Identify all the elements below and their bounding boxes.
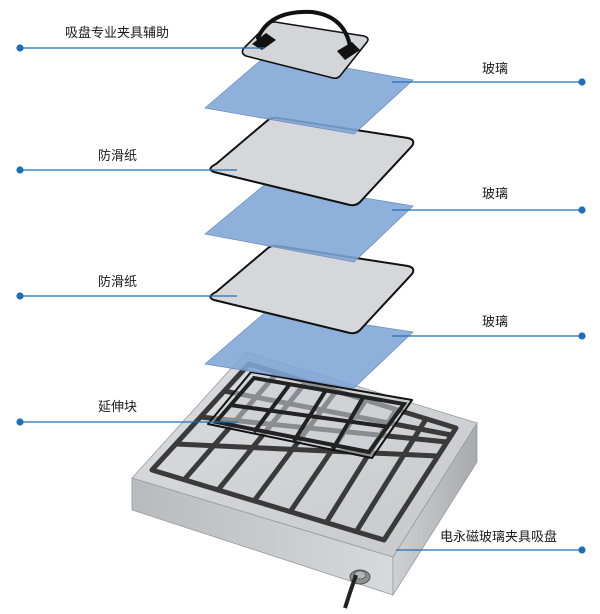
glass-layer-1: [204, 53, 414, 135]
label-glass-3: 玻璃: [482, 315, 508, 330]
suction-cup-tool: [241, 9, 369, 80]
label-anti-slip-paper-1: 防滑纸: [98, 148, 137, 164]
callout-anti-slip-paper-2: 防滑纸: [16, 274, 237, 300]
label-glass-2: 玻璃: [482, 187, 508, 202]
label-glass-1: 玻璃: [482, 62, 508, 77]
label-magnetic-chuck: 电永磁玻璃夹具吸盘: [440, 529, 557, 545]
callout-anti-slip-paper-1: 防滑纸: [16, 148, 237, 174]
callout-glass-3: 玻璃: [392, 315, 586, 340]
callout-suction-cup-tool: 吸盘专业夹具辅助: [16, 25, 265, 52]
callout-glass-2: 玻璃: [392, 187, 586, 214]
cable-connector-icon: [343, 569, 371, 609]
anti-slip-paper-layer-2: [209, 244, 415, 335]
callout-glass-1: 玻璃: [392, 62, 586, 86]
callout-extension-block: 延伸块: [16, 400, 238, 426]
label-extension-block: 延伸块: [98, 400, 137, 415]
extension-block-layer: [207, 371, 413, 459]
anti-slip-paper-layer-1: [209, 116, 415, 207]
callout-magnetic-chuck: 电永磁玻璃夹具吸盘: [396, 529, 586, 554]
label-suction-cup-tool: 吸盘专业夹具辅助: [65, 25, 169, 41]
label-anti-slip-paper-2: 防滑纸: [98, 274, 137, 290]
